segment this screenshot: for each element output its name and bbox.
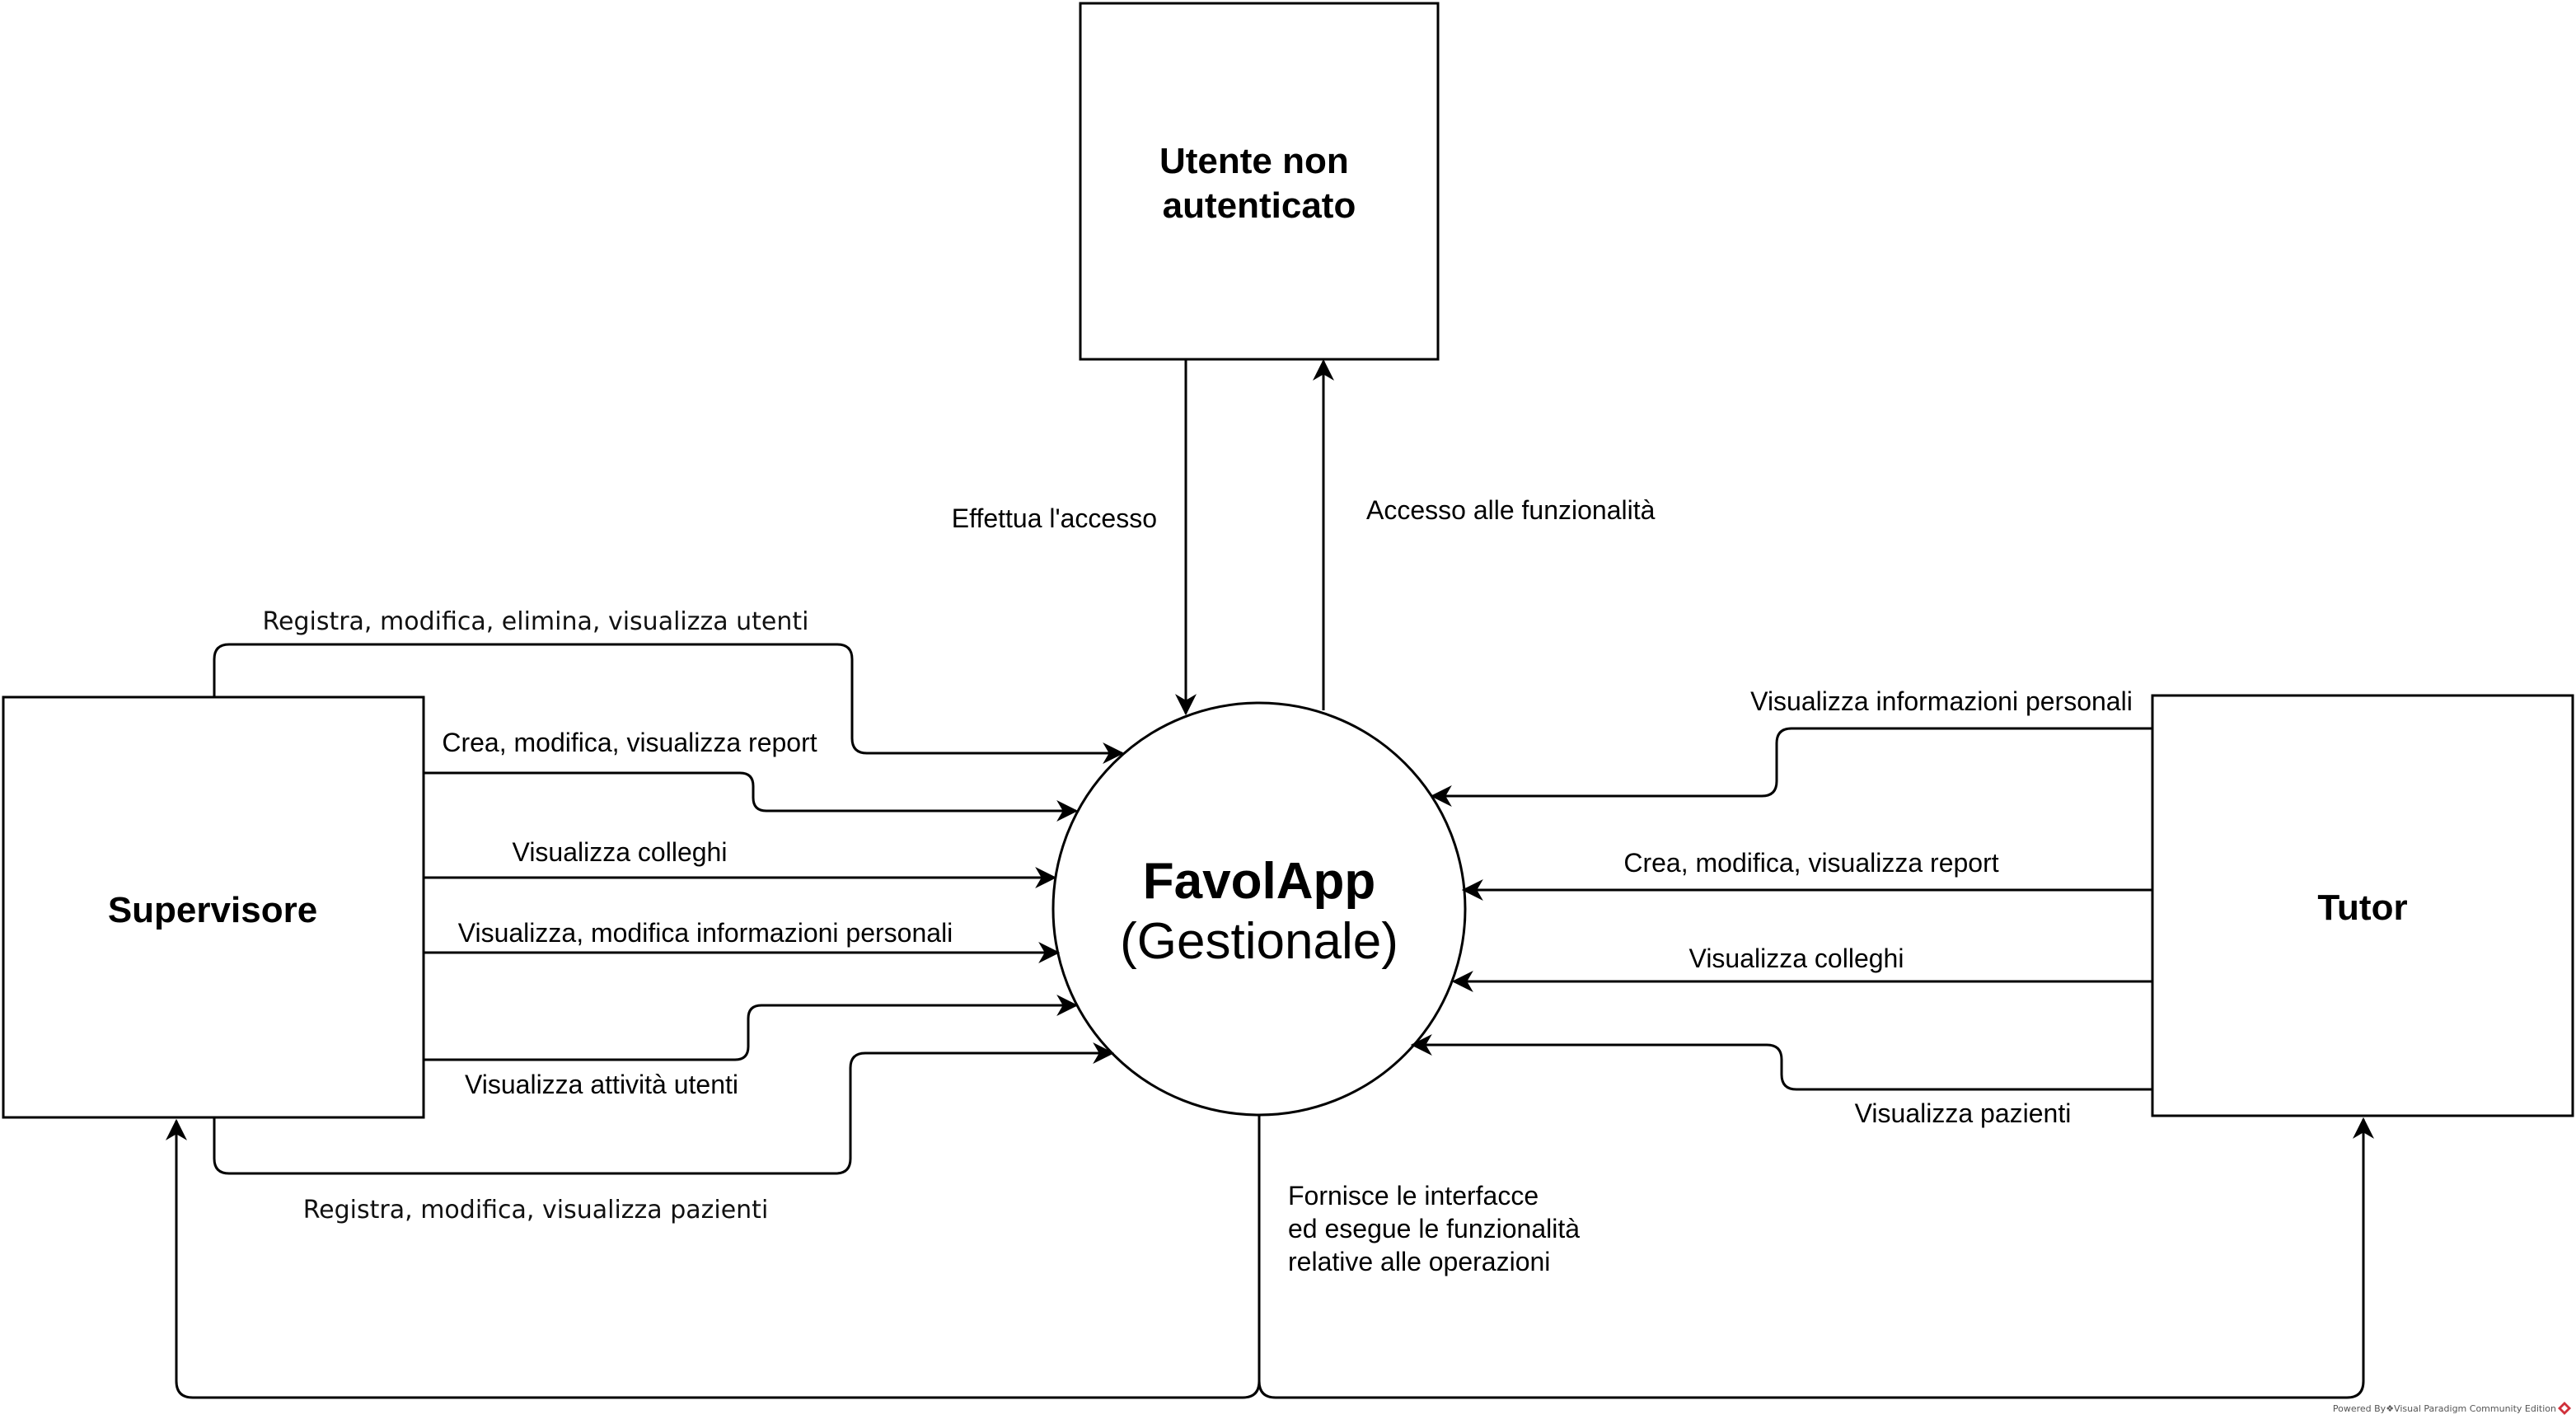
flow-fornisce-to-tutor[interactable] [1258, 1117, 2374, 1399]
flow-sup-pazienti[interactable] [213, 1042, 1115, 1175]
flow-sup-attivita[interactable] [424, 995, 1079, 1061]
label-sup-report: Crea, modifica, visualizza report [442, 728, 817, 757]
label-sup-attivita: Visualizza attività utenti [465, 1070, 738, 1099]
label-effettua-accesso: Effettua l'accesso [952, 503, 1157, 533]
label-sup-info-personali: Visualizza, modifica informazioni person… [458, 918, 953, 948]
label-tutor-pazienti: Visualizza pazienti [1855, 1098, 2072, 1128]
label-sup-registra-utenti: Registra, modifica, elimina, visualizza … [262, 607, 808, 636]
label-sup-colleghi: Visualizza colleghi [513, 837, 728, 867]
entity-supervisore[interactable]: Supervisore [2, 695, 425, 1119]
flow-fornisce-to-supervisore[interactable] [166, 1115, 1261, 1399]
label-tutor-info-personali: Visualizza informazioni personali [1750, 686, 2133, 716]
label-tutor-colleghi: Visualizza colleghi [1689, 944, 1904, 973]
entity-utente-label-line2: autenticato [1163, 185, 1356, 226]
label-fornisce-line2: ed esegue le funzionalità [1288, 1214, 1580, 1243]
flow-sup-report[interactable] [424, 771, 1079, 822]
flow-tutor-info-personali[interactable] [1430, 727, 2152, 807]
label-sup-pazienti: Registra, modifica, visualizza pazienti [303, 1196, 769, 1225]
visual-paradigm-logo-icon [2558, 1402, 2571, 1415]
watermark-text: Powered By❖Visual Paradigm Community Edi… [2333, 1403, 2556, 1414]
label-fornisce-line1: Fornisce le interfacce [1288, 1181, 1539, 1211]
process-subtitle: (Gestionale) [1120, 913, 1398, 970]
label-fornisce-line3: relative alle operazioni [1288, 1247, 1550, 1276]
label-fornisce: Fornisce le interfacce ed esegue le funz… [1288, 1181, 1587, 1276]
entity-tutor-label: Tutor [2317, 887, 2407, 928]
entity-tutor[interactable]: Tutor [2151, 694, 2574, 1117]
label-accesso-funzionalita: Accesso alle funzionalità [1366, 495, 1656, 525]
entity-utente-non-autenticato[interactable]: Utente non autenticato [1079, 2, 1440, 361]
label-tutor-report: Crea, modifica, visualizza report [1623, 848, 1998, 878]
process-title: FavolApp [1143, 853, 1375, 910]
entity-utente-label-line1: Utente non [1159, 141, 1349, 181]
flow-sup-registra-utenti[interactable] [213, 643, 1125, 764]
process-favolapp[interactable]: FavolApp (Gestionale) [1051, 701, 1467, 1117]
flow-tutor-pazienti[interactable] [1410, 1034, 2152, 1091]
entity-utente-label: Utente non autenticato [1159, 141, 1359, 226]
entity-supervisore-label: Supervisore [108, 890, 317, 930]
